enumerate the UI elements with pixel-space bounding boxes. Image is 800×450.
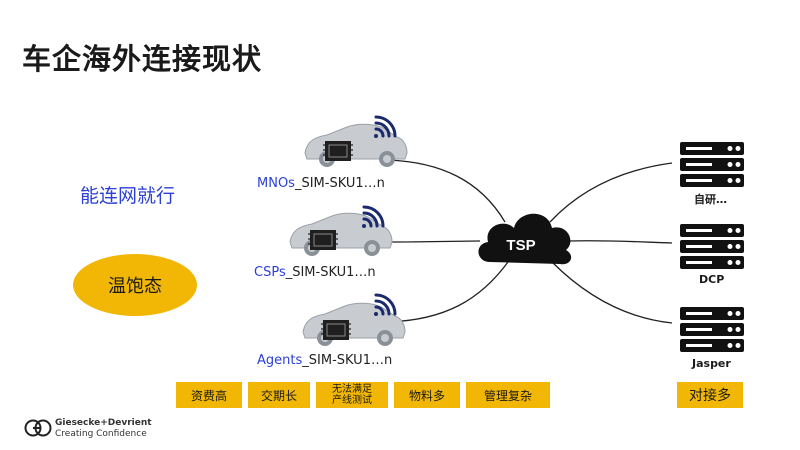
sim-sku: _SIM-SKU1…n [285, 265, 376, 280]
connector-car2-tsp [382, 240, 481, 243]
server-icon [680, 307, 744, 352]
sim-sku: _SIM-SKU1…n [294, 176, 385, 191]
status-ellipse: 温饱态 [73, 254, 197, 316]
tag-label: 交期长 [260, 388, 297, 403]
connector-car3-tsp [387, 261, 509, 323]
tag-label: 对接多 [689, 388, 731, 404]
tag-management: 管理复杂 [466, 382, 550, 408]
channel-name: Agents [257, 353, 303, 368]
tag-label: 资费高 [190, 388, 227, 403]
server-icon [680, 142, 744, 187]
tag-production-test: 无法满足产线测试 [316, 382, 388, 408]
tag-cost: 资费高 [176, 382, 242, 408]
cloud-icon [478, 213, 572, 265]
gd-logo-icon [24, 419, 52, 437]
car-label-csps: CSPs_SIM-SKU1…n [254, 265, 376, 280]
wifi-icon [362, 205, 385, 228]
status-ellipse-label: 温饱态 [108, 276, 162, 297]
server-label-dcp: DCP [699, 273, 725, 286]
tag-label: 物料多 [408, 388, 445, 403]
connector-tsp-server3 [551, 261, 673, 324]
connector-tsp-server1 [549, 162, 673, 223]
subtitle-text: 能连网就行 [80, 185, 176, 207]
hub-label: TSP [506, 237, 535, 254]
channel-name: MNOs [257, 176, 295, 191]
page-title: 车企海外连接现状 [22, 42, 263, 76]
tag-leadtime: 交期长 [248, 382, 310, 408]
server-label-self: 自研… [694, 193, 727, 206]
tag-label: 管理复杂 [483, 388, 532, 403]
car-label-agents: Agents_SIM-SKU1…n [257, 353, 392, 368]
connector-tsp-server2 [567, 240, 673, 244]
wifi-icon [374, 293, 397, 316]
connector-car1-tsp [387, 159, 506, 223]
tag-materials: 物料多 [394, 382, 460, 408]
wifi-icon [374, 115, 397, 138]
car-label-mnos: MNOs_SIM-SKU1…n [257, 176, 385, 191]
channel-name: CSPs [254, 265, 286, 280]
tag-many-integrations: 对接多 [677, 382, 743, 408]
company-logo-text: Giesecke+Devrient Creating Confidence [55, 418, 152, 440]
car-icon [302, 302, 406, 346]
server-label-jasper: Jasper [692, 357, 731, 370]
car-icon [304, 123, 408, 167]
connector-lines [382, 159, 673, 324]
company-tagline: Creating Confidence [55, 429, 147, 439]
sim-sku: _SIM-SKU1…n [302, 353, 393, 368]
company-name: Giesecke+Devrient [55, 418, 152, 428]
tag-label: 无法满足产线测试 [332, 384, 372, 406]
server-icon [680, 224, 744, 269]
car-icon [289, 212, 393, 256]
